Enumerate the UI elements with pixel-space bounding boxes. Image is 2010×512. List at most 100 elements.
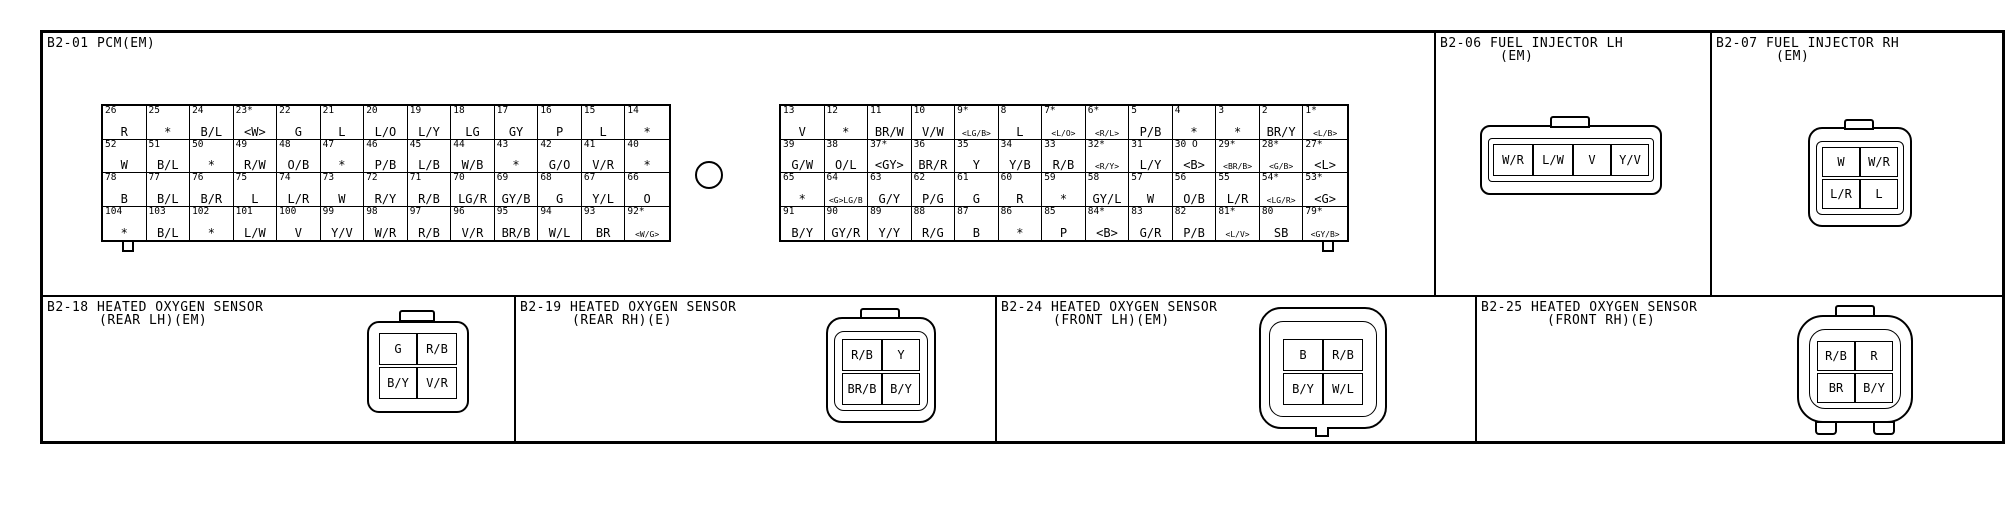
wire-color: Y/Y [878, 226, 901, 240]
pin-number: 56 [1174, 172, 1187, 183]
ho2s-rear-lh-pin-4: V/R [417, 367, 457, 399]
pin-number: 39 [783, 138, 795, 150]
injector-lh-pin-4: Y/V [1611, 144, 1649, 176]
wire-color: * [643, 158, 651, 172]
wire-color: L/Y [1139, 158, 1162, 172]
wire-color: * [1059, 191, 1068, 206]
wire-color: W [338, 191, 346, 206]
wire-color: <G> [1314, 191, 1336, 206]
pin-cell: 43* [494, 138, 539, 173]
ho2s-rear-rh-title: B2-19 HEATED OXYGEN SENSOR [520, 300, 737, 315]
ho2s-front-lh-pin-3: B/Y [1283, 373, 1323, 405]
pin-number: 63 [870, 172, 882, 183]
pin-cell: 102* [190, 206, 234, 240]
injector-rh-pin-3: L/R [1822, 179, 1860, 209]
wire-color: <GY/B> [1310, 230, 1340, 239]
wire-color: P/B [374, 158, 397, 172]
wire-color: Y/V [331, 226, 353, 240]
wire-color: P/G [922, 191, 944, 206]
ho2s-front-rh-subtitle: (FRONT RH)(E) [1547, 313, 1656, 328]
wire-color: LG/R [458, 191, 487, 206]
ho2s-rear-rh-pin-3: BR/B [842, 373, 882, 405]
pin-number: 99 [322, 205, 335, 217]
pin-number: 17 [496, 105, 509, 116]
pcm-mount-hole [695, 161, 723, 189]
pin-number: 3 [1218, 105, 1225, 116]
pin-number: 12 [826, 105, 838, 116]
wire-color: B/Y [791, 226, 814, 240]
wire-color: W [1146, 191, 1155, 206]
pin-number: 45 [409, 138, 422, 150]
wire-color: G [294, 124, 302, 139]
wire-color: O/B [1183, 191, 1205, 206]
pin-number: 98 [366, 205, 378, 217]
pin-number: 97 [409, 205, 422, 217]
pin-number: 79* [1305, 205, 1323, 217]
wire-color: B/L [156, 191, 179, 206]
pin-number: 67 [583, 172, 596, 183]
pin-cell: 7*<L/O> [1042, 106, 1086, 140]
pin-number: 101 [235, 205, 253, 217]
wire-color: BR/Y [1266, 124, 1296, 139]
pin-number: 2 [1261, 105, 1268, 116]
wire-color: * [120, 226, 128, 240]
pin-cell: 65* [781, 173, 825, 207]
pin-cell: 9*<LG/B> [955, 106, 999, 140]
injector-lh-pin-frame [1488, 138, 1654, 182]
wire-color: <LG/R> [1266, 195, 1296, 205]
wire-color: * [842, 124, 850, 139]
pin-number: 46 [366, 138, 378, 150]
pin-cell: 1*<L/B> [1303, 106, 1347, 140]
ho2s-front-rh-pin-4: B/Y [1855, 373, 1893, 403]
pin-cell: 14* [625, 106, 669, 140]
pin-number: 41 [583, 138, 596, 150]
wire-color: P/B [1139, 124, 1162, 139]
pin-number: 8 [1000, 105, 1007, 116]
wire-color: * [207, 226, 215, 240]
pin-number: 81* [1218, 205, 1236, 217]
pin-number: 103 [148, 205, 166, 217]
pin-number: 26 [105, 105, 117, 116]
injector-rh-pin-1: W [1822, 147, 1860, 177]
pin-number: 93 [583, 205, 596, 217]
pin-number: 50 [192, 138, 204, 150]
pin-cell: 47* [320, 139, 365, 173]
pin-number: 80 [1261, 205, 1274, 217]
pin-number: 94 [540, 205, 552, 217]
ho2s-rear-rh-panel: B2-19 HEATED OXYGEN SENSOR (REAR RH)(E) … [516, 297, 995, 441]
pin-number: 43 [496, 138, 509, 150]
pin-number: 4 [1174, 105, 1181, 116]
pin-cell: 84*<B> [1086, 206, 1130, 240]
pin-number: 13 [783, 105, 795, 116]
pin-number: 54* [1261, 172, 1280, 183]
wire-color: R/B [1052, 158, 1075, 172]
pin-number: 77 [148, 172, 160, 183]
pin-number: 61 [957, 172, 969, 183]
wire-color: BR [595, 226, 611, 240]
wire-color: L/B [418, 158, 440, 172]
wire-color: W/L [548, 226, 571, 240]
